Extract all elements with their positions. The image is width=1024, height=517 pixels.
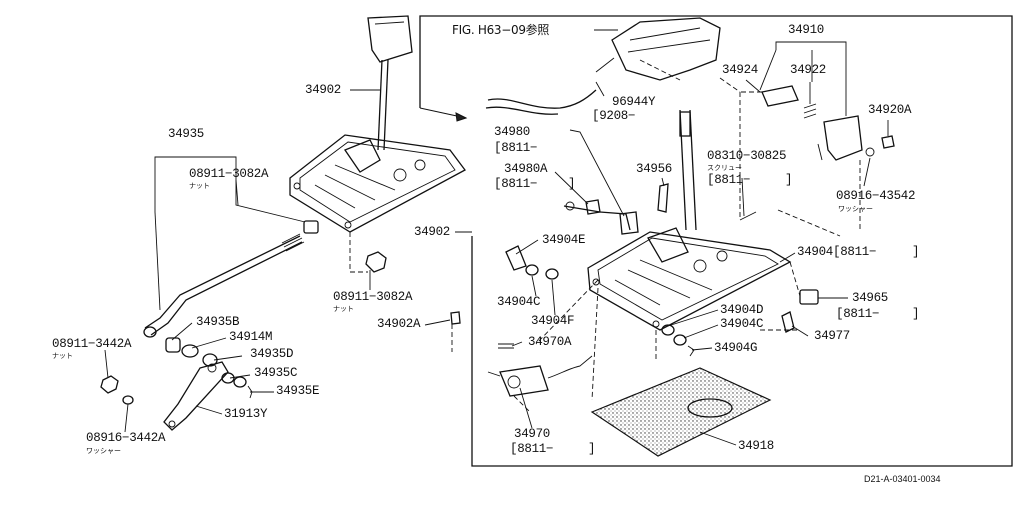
right-small-parts xyxy=(498,183,819,357)
label-31913Y: 31913Y xyxy=(224,407,268,421)
label-08911-3442A: 08911−3442A xyxy=(52,337,132,351)
label-34935: 34935 xyxy=(168,127,205,141)
reference-fig-label: FIG. H63−09参照 xyxy=(452,23,550,37)
label-34902-mid: 34902 xyxy=(414,225,451,239)
label-8811-c: [8811− xyxy=(707,173,751,187)
upper-console xyxy=(595,17,721,81)
label-9208: [9208− xyxy=(592,109,636,123)
leader-lines xyxy=(104,29,889,446)
nuts-left xyxy=(100,251,461,405)
label-8811-a: [8811− xyxy=(494,141,538,155)
label-8811-b: [8811− xyxy=(494,177,538,191)
label-8811-e: [8811− xyxy=(510,442,554,456)
label-08911-3082A-b: 08911−3082A xyxy=(333,290,413,304)
label-34902A: 34902A xyxy=(377,317,421,331)
label-nut-c: ナット xyxy=(52,352,73,360)
solenoid-34970 xyxy=(487,355,593,397)
label-bracket-c: ] xyxy=(785,173,793,187)
label-nut-a: ナット xyxy=(189,182,210,190)
label-96944Y: 96944Y xyxy=(612,95,656,109)
wire-harness xyxy=(485,89,597,115)
label-8811-d: [8811− xyxy=(836,307,880,321)
label-34904E: 34904E xyxy=(542,233,586,247)
label-34920A: 34920A xyxy=(868,103,912,117)
label-08911-3082A-a: 08911−3082A xyxy=(189,167,269,181)
label-34902-top: 34902 xyxy=(305,83,342,97)
label-34904G: 34904G xyxy=(714,341,758,355)
label-nut-b: ナット xyxy=(333,305,354,313)
label-34965: 34965 xyxy=(852,291,889,305)
label-34935E: 34935E xyxy=(276,384,320,398)
label-34980A: 34980A xyxy=(504,162,548,176)
label-34904C-b: 34904C xyxy=(720,317,764,331)
dashed-guide-lines xyxy=(349,59,861,413)
diagram-code: D21-A-03401-0034 xyxy=(864,474,941,484)
label-34970A: 34970A xyxy=(528,335,572,349)
label-34904F: 34904F xyxy=(531,314,575,328)
label-34904D: 34904D xyxy=(720,303,764,317)
label-34904C-a: 34904C xyxy=(497,295,541,309)
label-34935B: 34935B xyxy=(196,315,240,329)
label-bracket-e: ] xyxy=(912,307,920,321)
shift-lever-assembly-left xyxy=(289,15,466,233)
sub-assembly-frame xyxy=(419,15,1013,467)
shift-rod xyxy=(143,220,319,338)
label-washer-b: ワッシャー xyxy=(838,205,873,213)
label-bracket-d: ] xyxy=(912,245,920,259)
label-34924: 34924 xyxy=(722,63,759,77)
label-34914M: 34914M xyxy=(229,330,273,344)
label-screw: スクリュー xyxy=(707,164,742,172)
label-34956: 34956 xyxy=(636,162,673,176)
label-08916-43542: 08916−43542 xyxy=(836,189,916,203)
label-34922: 34922 xyxy=(790,63,827,77)
label-34980: 34980 xyxy=(494,125,531,139)
label-34935C: 34935C xyxy=(254,366,298,380)
label-08916-3442A: 08916−3442A xyxy=(86,431,166,445)
label-bracket-b: ] xyxy=(568,177,576,191)
label-08310-30825: 08310−30825 xyxy=(707,149,787,163)
label-34910: 34910 xyxy=(788,23,825,37)
label-34977: 34977 xyxy=(814,329,851,343)
label-34970: 34970 xyxy=(514,427,551,441)
linkage-parts xyxy=(163,337,253,431)
cover-plate-34918 xyxy=(590,367,772,457)
label-bracket-f: ] xyxy=(588,442,596,456)
label-washer-a: ワッシャー xyxy=(86,447,121,455)
label-34904-8811: 34904[8811− xyxy=(797,245,877,259)
knob-parts xyxy=(761,85,895,161)
shift-lever-assembly-right xyxy=(587,109,792,331)
label-34935D: 34935D xyxy=(250,347,294,361)
label-34918: 34918 xyxy=(738,439,775,453)
